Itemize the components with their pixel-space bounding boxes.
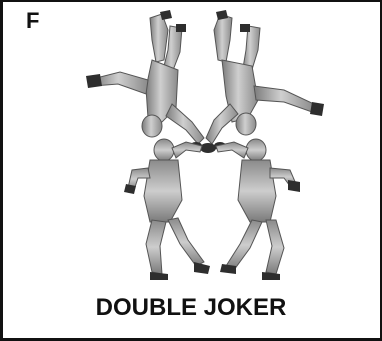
formation-caption: DOUBLE JOKER <box>0 296 382 320</box>
skydiver-lower-right <box>216 139 296 274</box>
skydiver-upper-left <box>94 14 204 144</box>
skydiver-lower-left <box>128 139 204 274</box>
four-skydivers-formation-illustration <box>0 0 382 296</box>
skydiver-upper-right <box>206 14 314 144</box>
